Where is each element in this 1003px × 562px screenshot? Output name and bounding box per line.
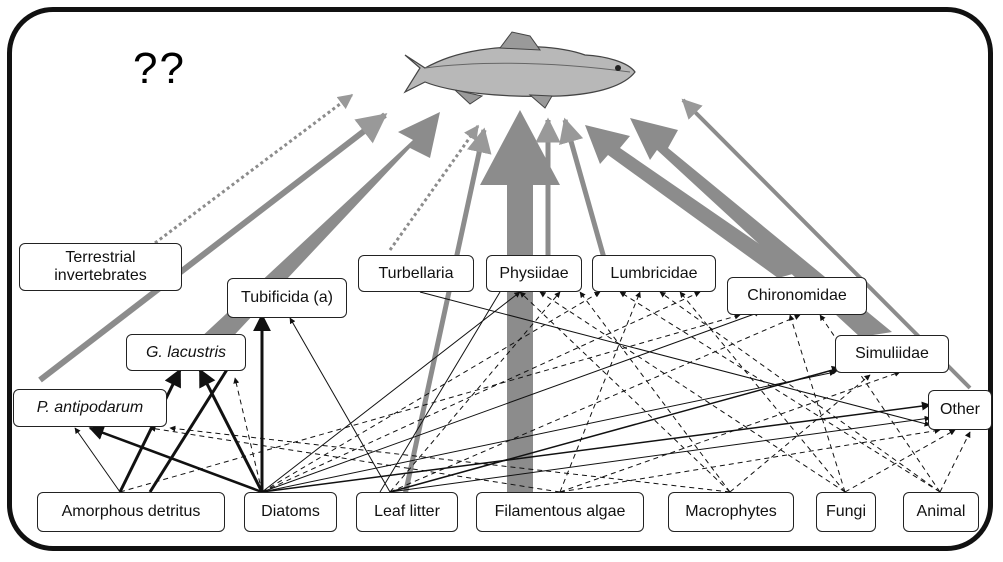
node-other: Other bbox=[928, 390, 992, 430]
node-terrestrial-invertebrates: Terrestrial invertebrates bbox=[19, 243, 182, 291]
node-amorphous-detritus: Amorphous detritus bbox=[37, 492, 225, 532]
node-simuliidae: Simuliidae bbox=[835, 335, 949, 373]
node-animal: Animal bbox=[903, 492, 979, 532]
flow-arrow-leaf-litter bbox=[405, 130, 484, 495]
food-web-links bbox=[75, 292, 930, 492]
trout-fish-icon bbox=[405, 32, 635, 108]
flow-arrow-terrestrial bbox=[155, 95, 352, 243]
node-chironomidae: Chironomidae bbox=[727, 277, 867, 315]
node-macrophytes: Macrophytes bbox=[668, 492, 794, 532]
node-lumbricidae: Lumbricidae bbox=[592, 255, 716, 292]
node-turbellaria: Turbellaria bbox=[358, 255, 474, 292]
node-diatoms: Diatoms bbox=[244, 492, 337, 532]
node-filamentous-algae: Filamentous algae bbox=[476, 492, 644, 532]
node-leaf-litter: Leaf litter bbox=[356, 492, 458, 532]
flow-arrow-turbellaria bbox=[390, 126, 478, 250]
node-fungi: Fungi bbox=[816, 492, 876, 532]
node-physiidae: Physiidae bbox=[486, 255, 582, 292]
node-p-antipodarum: P. antipodarum bbox=[13, 389, 167, 427]
node-tubificida: Tubificida (a) bbox=[227, 278, 347, 318]
node-g-lacustris: G. lacustris bbox=[126, 334, 246, 371]
